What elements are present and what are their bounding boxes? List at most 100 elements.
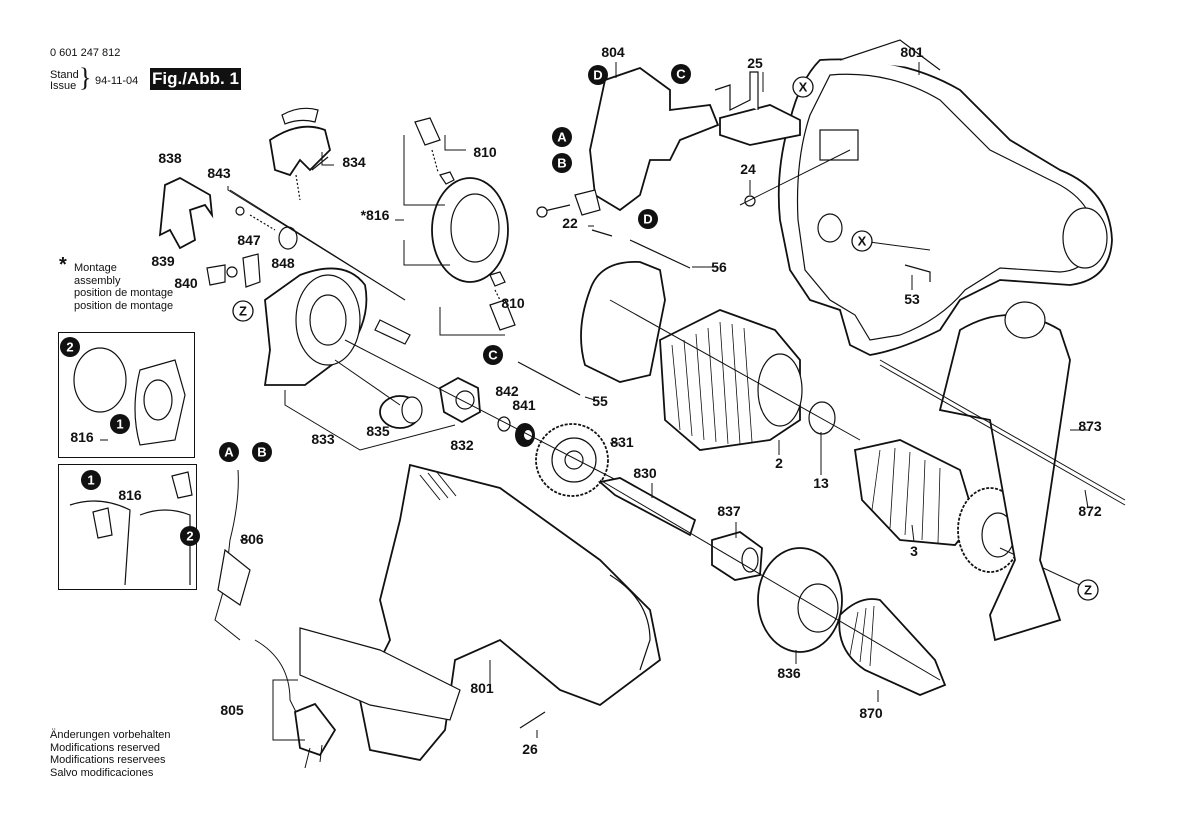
leader-lines <box>227 62 1089 741</box>
switch-part-804 <box>536 66 720 218</box>
part-label-810: 810 <box>501 295 525 311</box>
svg-text:2: 2 <box>66 340 73 355</box>
part-label-25: 25 <box>747 55 763 71</box>
nut-part-24 <box>744 195 756 207</box>
callout-1: 1 <box>81 470 101 490</box>
part-label-841: 841 <box>512 397 536 413</box>
svg-text:X: X <box>858 234 867 249</box>
gear-housing-part-836 <box>757 547 843 653</box>
part-label-872: 872 <box>1078 503 1102 519</box>
connector-part-55 <box>517 361 581 396</box>
svg-text:C: C <box>488 348 498 363</box>
part-label-839: 839 <box>151 253 175 269</box>
part-label-832: 832 <box>450 437 474 453</box>
brace-glyph: } <box>79 63 92 92</box>
nut-part-832 <box>439 376 481 424</box>
part-label-53: 53 <box>904 291 920 307</box>
svg-text:A: A <box>224 445 234 460</box>
part-label-56: 56 <box>711 259 727 275</box>
part-label-836: 836 <box>777 665 801 681</box>
bearing-part-13 <box>808 401 836 435</box>
callout-a: A <box>219 442 239 462</box>
callout-a: A <box>552 127 572 147</box>
part-label-843: 843 <box>207 165 231 181</box>
assembly-note-line: position de montage <box>74 299 174 312</box>
asterisk-icon: * <box>59 254 67 276</box>
part-label-838: 838 <box>158 150 182 166</box>
svg-text:1: 1 <box>116 417 123 432</box>
callout-c: C <box>483 345 503 365</box>
part-label-22: 22 <box>562 215 578 231</box>
part-label-805: 805 <box>220 702 244 718</box>
svg-text:B: B <box>557 156 566 171</box>
callout-d: D <box>638 209 658 229</box>
part-label-831: 831 <box>610 434 634 450</box>
brush-cap-part-834 <box>269 107 331 201</box>
brush-holder-part-816 <box>414 117 516 331</box>
inset2-drawing <box>69 471 193 586</box>
part-label-833: 833 <box>311 431 335 447</box>
svg-text:D: D <box>593 68 602 83</box>
part-label-26: 26 <box>522 741 538 757</box>
modifications-note-line: Modifications reserved <box>50 741 161 754</box>
assembly-note-line: assembly <box>74 274 121 287</box>
auxiliary-handle-part-873 <box>879 301 1126 642</box>
ring-callout-z: Z <box>232 300 254 322</box>
chuck-part-870 <box>838 598 947 696</box>
screw-part-26 <box>519 711 546 729</box>
stand-label: Stand <box>50 69 79 81</box>
callout-d: D <box>588 65 608 85</box>
clip-part-25 <box>714 71 801 146</box>
ring-callout-x: X <box>851 230 873 252</box>
armature-part-3 <box>853 439 1081 586</box>
svg-text:Z: Z <box>239 304 247 319</box>
svg-text:Z: Z <box>1084 583 1092 598</box>
plug-part-805 <box>294 702 337 769</box>
cable-part-806 <box>214 469 301 721</box>
issue-date: 94-11-04 <box>95 75 139 87</box>
part-number: 0 601 247 812 <box>50 47 121 59</box>
connector-part-56 <box>629 239 691 269</box>
part-label-806: 806 <box>240 531 264 547</box>
svg-text:B: B <box>257 445 266 460</box>
housing-half-801 <box>777 39 1113 356</box>
assembly-note-line: Montage <box>74 262 117 274</box>
part-label-816: 816 <box>118 487 142 503</box>
part-label-13: 13 <box>813 475 829 491</box>
svg-text:X: X <box>799 80 808 95</box>
part-label-804: 804 <box>601 44 625 60</box>
svg-text:A: A <box>557 130 567 145</box>
part-label-835: 835 <box>366 423 390 439</box>
part-labels-layer: 80425801838843834810*8162422568398478488… <box>70 44 1102 757</box>
bearing-plate-part-833 <box>263 267 368 386</box>
modifications-note: Änderungen vorbehalten Modifications res… <box>50 729 170 779</box>
bushing-part-841 <box>515 423 535 447</box>
part-label-55: 55 <box>592 393 608 409</box>
assembly-note: Montage assembly position de montage pos… <box>74 262 173 312</box>
callout-b: B <box>552 153 572 173</box>
ring-callout-z: Z <box>1077 579 1099 601</box>
lever-part-838 <box>158 176 411 345</box>
svg-text:C: C <box>676 67 686 82</box>
part-label-801: 801 <box>470 680 494 696</box>
part-label-873: 873 <box>1078 418 1102 434</box>
issue-label: Issue <box>50 80 77 92</box>
callout-2: 2 <box>60 337 80 357</box>
inset1-drawing <box>73 347 186 446</box>
part-label-848: 848 <box>271 255 295 271</box>
modifications-note-line: Modifications reservees <box>50 754 166 766</box>
part-label-834: 834 <box>342 154 366 170</box>
part-label-837: 837 <box>717 503 741 519</box>
svg-text:1: 1 <box>87 473 94 488</box>
assembly-note-line: position de montage <box>74 287 174 299</box>
part-label-842: 842 <box>495 383 519 399</box>
needle-bearing-part-835 <box>379 395 423 429</box>
callout-b: B <box>252 442 272 462</box>
figure-badge: Fig./Abb. 1 <box>150 68 241 90</box>
callout-1: 1 <box>110 414 130 434</box>
svg-text:D: D <box>643 212 652 227</box>
part-label-870: 870 <box>859 705 883 721</box>
part-label-816: 816 <box>70 429 94 445</box>
